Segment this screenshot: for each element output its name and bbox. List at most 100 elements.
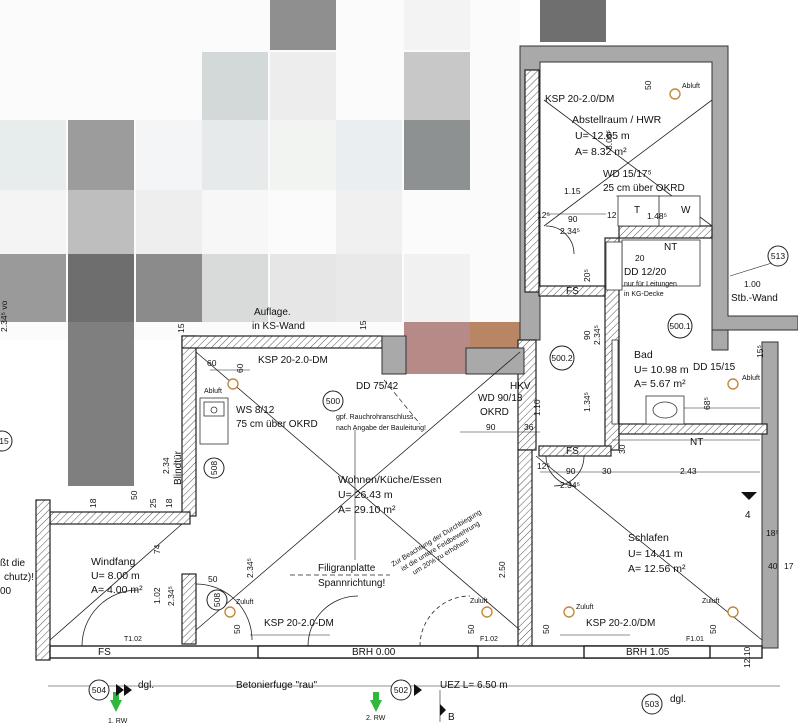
stb-wand-label: Stb.-Wand [731, 293, 778, 304]
wd-1517-label: WD 15/17⁵ [603, 169, 652, 180]
spannrichtung-label: Spannrichtung! [318, 578, 385, 589]
svg-text:12⁵: 12⁵ [537, 461, 550, 471]
svg-text:in KG-Decke: in KG-Decke [624, 291, 664, 298]
svg-text:NT: NT [690, 437, 703, 448]
rauchrohr-note-1: gpf. Rauchrohranschluss [336, 414, 414, 421]
svg-text:2.34: 2.34 [161, 457, 171, 474]
svg-text:dgl.: dgl. [670, 694, 686, 705]
svg-text:2.34⁵: 2.34⁵ [166, 586, 176, 606]
svg-text:U= 12.65 m: U= 12.65 m [575, 130, 630, 142]
svg-text:Zuluft: Zuluft [470, 598, 488, 605]
ventilation-markers [224, 88, 739, 618]
svg-text:Abluft: Abluft [682, 83, 700, 90]
svg-text:60: 60 [207, 358, 217, 368]
fixtures [199, 195, 701, 445]
svg-text:1.48⁵: 1.48⁵ [647, 211, 667, 221]
svg-text:90: 90 [568, 214, 578, 224]
auflage-label-1: Auflage. [254, 307, 291, 318]
svg-text:A= 8.32 m²: A= 8.32 m² [575, 146, 627, 158]
svg-text:U= 26.43 m: U= 26.43 m [338, 489, 393, 501]
svg-text:90: 90 [566, 466, 576, 476]
svg-text:2.34⁵ vo: 2.34⁵ vo [0, 300, 9, 332]
room-name: Wohnen/Küche/Essen [338, 474, 442, 486]
svg-text:T: T [634, 205, 640, 216]
svg-text:15: 15 [176, 323, 186, 333]
room-name: Abstellraum / HWR [572, 114, 662, 126]
svg-text:4: 4 [745, 510, 751, 521]
svg-text:60: 60 [235, 363, 245, 373]
axis-513: 513 [771, 251, 785, 261]
svg-text:30: 30 [602, 466, 612, 476]
betonierfuge-label: Betonierfuge "rau" [236, 680, 317, 691]
hkv-label: HKV [510, 381, 531, 392]
abluft-marker-abstellraum [669, 88, 681, 100]
svg-text:2. RW: 2. RW [366, 715, 386, 722]
svg-text:A= 12.56 m²: A= 12.56 m² [628, 563, 686, 575]
svg-text:50: 50 [208, 574, 218, 584]
svg-text:50: 50 [466, 624, 476, 634]
room-name: Bad [634, 349, 653, 361]
svg-text:NT: NT [664, 242, 677, 253]
svg-text:18: 18 [164, 498, 174, 508]
svg-text:3.06⁵: 3.06⁵ [604, 130, 614, 150]
svg-text:12: 12 [607, 210, 617, 220]
svg-text:17: 17 [784, 561, 794, 571]
svg-text:B: B [448, 712, 455, 723]
svg-text:50: 50 [232, 624, 242, 634]
svg-text:2.50: 2.50 [497, 561, 507, 578]
svg-text:15⁵: 15⁵ [755, 345, 765, 358]
svg-text:18⁵: 18⁵ [766, 528, 779, 538]
door-swings [81, 225, 585, 647]
svg-text:12.10: 12.10 [742, 646, 752, 668]
svg-text:25: 25 [148, 498, 158, 508]
filigranplatte-label: Filigranplatte [318, 563, 376, 574]
abluft-marker-kitchen [227, 378, 239, 390]
zuluft-marker-wohnen [224, 606, 236, 618]
room-wohnen: Wohnen/Küche/Essen U= 26.43 m A= 29.10 m… [338, 474, 442, 516]
brh-000-label: BRH 0.00 [352, 647, 396, 658]
room-bad: Bad U= 10.98 m A= 5.67 m² [634, 349, 689, 390]
svg-text:F1.02: F1.02 [480, 636, 498, 643]
svg-text:2.34⁵: 2.34⁵ [560, 480, 580, 490]
svg-text:FS: FS [98, 647, 111, 658]
svg-text:Zuluft: Zuluft [702, 598, 720, 605]
svg-text:74: 74 [152, 544, 162, 554]
room-schlafen: Schlafen U= 14.41 m A= 12.56 m² [628, 532, 686, 575]
svg-text:F1.01: F1.01 [686, 636, 704, 643]
axis-500-1: 500.1 [669, 321, 691, 331]
ksp-label-left: KSP 20-2.0-DM [258, 355, 328, 366]
wd-9018-label: WD 90/18 [478, 393, 523, 404]
brh-105-label: BRH 1.05 [626, 647, 670, 658]
svg-text:50: 50 [541, 624, 551, 634]
shower-tray [621, 239, 701, 287]
svg-text:Zuluft: Zuluft [236, 599, 254, 606]
svg-text:ßt die: ßt die [0, 558, 25, 569]
ksp-label-bottom-left: KSP 20-2.0-DM [264, 618, 334, 629]
axis-bubbles: 500 500.1 500.2 502 503 504 508 508 513 … [0, 245, 789, 715]
svg-text:chutz)!: chutz)! [4, 572, 34, 583]
svg-text:A= 4.00 m²: A= 4.00 m² [91, 584, 143, 596]
svg-text:U= 14.41 m: U= 14.41 m [628, 548, 683, 560]
blindtuer-label: Blindtür [173, 450, 184, 485]
level-marker [741, 492, 757, 500]
rauchrohr-note-2: nach Angabe der Bauleitung! [336, 425, 426, 432]
svg-text:FS: FS [566, 286, 579, 297]
zuluft-marker-wohnen-2 [481, 606, 493, 618]
svg-text:A= 29.10 m²: A= 29.10 m² [338, 504, 396, 516]
okrd-label: OKRD [480, 407, 509, 418]
rw2-arrow-icon [370, 700, 382, 712]
arrows [110, 492, 757, 716]
svg-text:1.10: 1.10 [532, 399, 542, 416]
room-windfang: Windfang U= 8.00 m A= 4.00 m² [91, 556, 143, 596]
svg-text:W: W [681, 205, 691, 216]
svg-text:15: 15 [358, 320, 368, 330]
dd-7542-label: DD 75/42 [356, 381, 399, 392]
svg-text:A= 5.67 m²: A= 5.67 m² [634, 378, 686, 390]
svg-text:40: 40 [768, 561, 778, 571]
okrd-25-label: 25 cm über OKRD [603, 183, 685, 194]
svg-text:nur für Leitungen: nur für Leitungen [624, 281, 677, 288]
svg-text:1.15: 1.15 [564, 186, 581, 196]
zuluft-marker-schlafen [563, 606, 575, 618]
room-abstellraum: Abstellraum / HWR U= 12.65 m A= 8.32 m² [572, 114, 662, 158]
axis-15: 15 [0, 436, 9, 446]
